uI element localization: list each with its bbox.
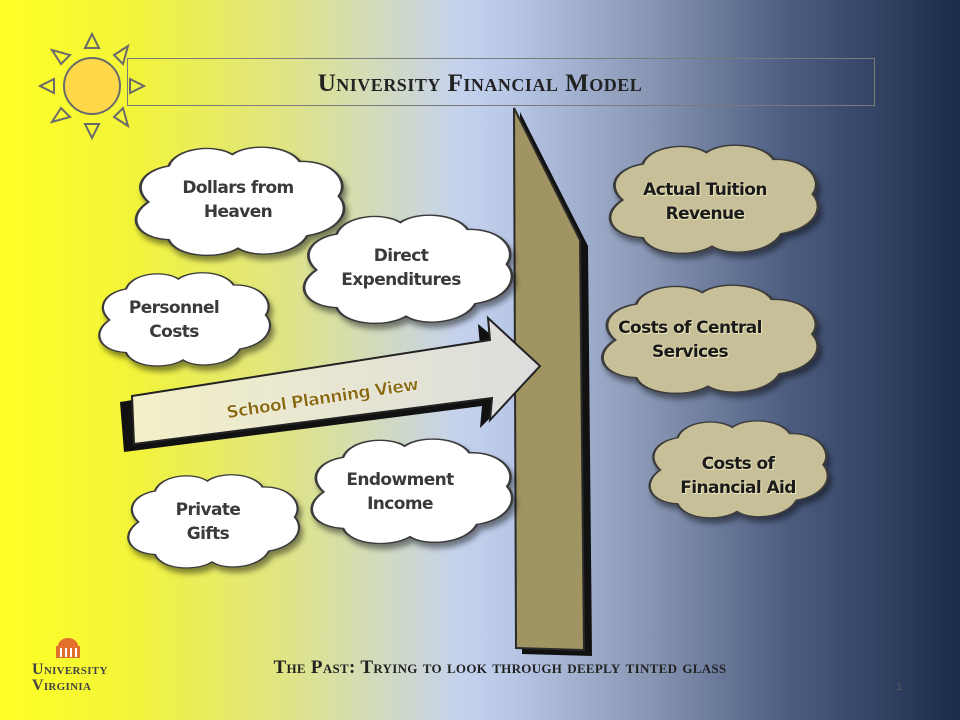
cloud-label-dollars: Dollars from Heaven xyxy=(168,176,308,224)
cloud-label-central: Costs of Central Services xyxy=(610,316,770,364)
cloud-text-line: Revenue xyxy=(665,204,745,224)
title-frame xyxy=(127,58,875,106)
logo-university-text: University xyxy=(32,661,108,678)
cloud-label-gifts: Private Gifts xyxy=(148,498,268,546)
cloud-text-line: Direct xyxy=(373,246,429,266)
cloud-text-line: Actual Tuition xyxy=(643,180,767,200)
cloud-label-endowment: Endowment Income xyxy=(330,468,470,516)
cloud-text-line: Dollars from xyxy=(182,178,294,198)
cloud-text-line: Financial Aid xyxy=(680,478,796,498)
cloud-text-line: Services xyxy=(652,342,729,362)
school-planning-arrow xyxy=(120,315,542,452)
cloud-text-line: Income xyxy=(367,494,433,514)
page-number: 1 xyxy=(896,681,903,693)
tinted-glass-pane xyxy=(513,107,592,656)
logo-virginia-text: Virginia xyxy=(32,677,92,694)
cloud-text-line: Private xyxy=(175,500,241,520)
page-title: University Financial Model xyxy=(317,70,643,97)
cloud-text-line: Costs of Central xyxy=(618,318,762,338)
cloud-label-aid: Costs of Financial Aid xyxy=(668,452,808,500)
cloud-text-line: Heaven xyxy=(203,202,273,222)
cloud-label-personnel: Personnel Costs xyxy=(114,296,234,344)
cloud-label-direct: Direct Expenditures xyxy=(326,244,476,292)
cloud-label-tuition: Actual Tuition Revenue xyxy=(630,178,780,226)
uva-rotunda-icon xyxy=(56,638,80,658)
sun-icon xyxy=(37,31,147,141)
cloud-text-line: Expenditures xyxy=(341,270,461,290)
cloud-text-line: Personnel xyxy=(128,298,220,318)
cloud-text-line: Gifts xyxy=(186,524,230,544)
cloud-text-line: Costs of xyxy=(701,454,775,474)
cloud-text-line: Costs xyxy=(149,322,199,342)
cloud-text-line: Endowment xyxy=(346,470,454,490)
slide-subtitle: The Past: Trying to look through deeply … xyxy=(273,657,727,678)
